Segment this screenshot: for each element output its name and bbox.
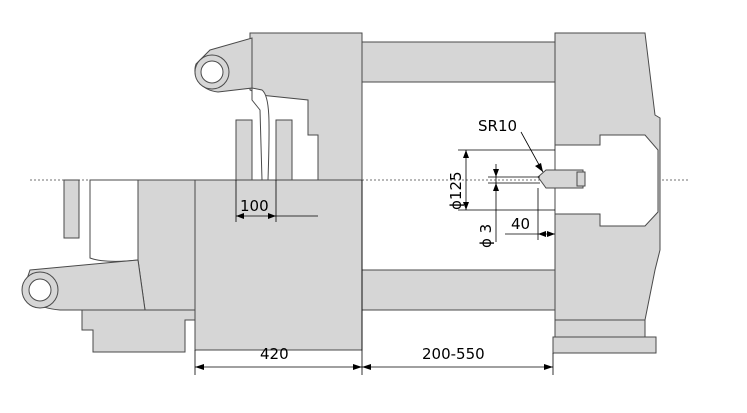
dim-420-label: 420 xyxy=(260,345,289,363)
injection-nozzle xyxy=(537,169,584,189)
dim-3-arrow-top xyxy=(493,169,499,177)
stationary-platen-bore xyxy=(554,134,659,227)
dim-3-arrow-bottom xyxy=(493,183,499,191)
toggle-bar-a xyxy=(235,119,253,181)
dim-200-550-arrow-left xyxy=(362,364,371,370)
stationary-platen-base xyxy=(552,336,657,354)
sr10-label: SR10 xyxy=(478,117,517,135)
toggle-bar-c xyxy=(63,179,80,239)
dim-40-label: 40 xyxy=(511,215,530,233)
lower-toggle-link-curve xyxy=(89,179,139,262)
dim-100-arrow-left xyxy=(236,213,244,219)
dim-3-label: ϕ 3 xyxy=(477,224,495,248)
dim-100-arrow-right xyxy=(268,213,276,219)
upper-tie-bar xyxy=(361,41,557,83)
dim-420-arrow-left xyxy=(195,364,204,370)
toggle-bar-b xyxy=(275,119,293,181)
upper-toggle-pin-hole xyxy=(200,60,224,84)
dim-200-550-label: 200-550 xyxy=(422,345,485,363)
dim-40-arrow-right xyxy=(547,231,555,237)
dim-125-arrow-bottom xyxy=(463,202,469,210)
dim-40-arrow-left xyxy=(538,231,546,237)
dim-200-550-arrow-right xyxy=(544,364,553,370)
dim-420-arrow-right xyxy=(353,364,362,370)
lower-toggle-pin-hole xyxy=(28,278,52,302)
dim-100-label: 100 xyxy=(240,197,269,215)
sr10-leader-arrow xyxy=(535,163,543,172)
upper-toggle-curve xyxy=(251,87,270,181)
dim-125-label: ϕ125 xyxy=(447,171,465,210)
nozzle-tip xyxy=(576,171,586,187)
toggle-base xyxy=(81,309,196,353)
dim-125-arrow-top xyxy=(463,150,469,158)
lower-toggle-body xyxy=(137,179,196,311)
